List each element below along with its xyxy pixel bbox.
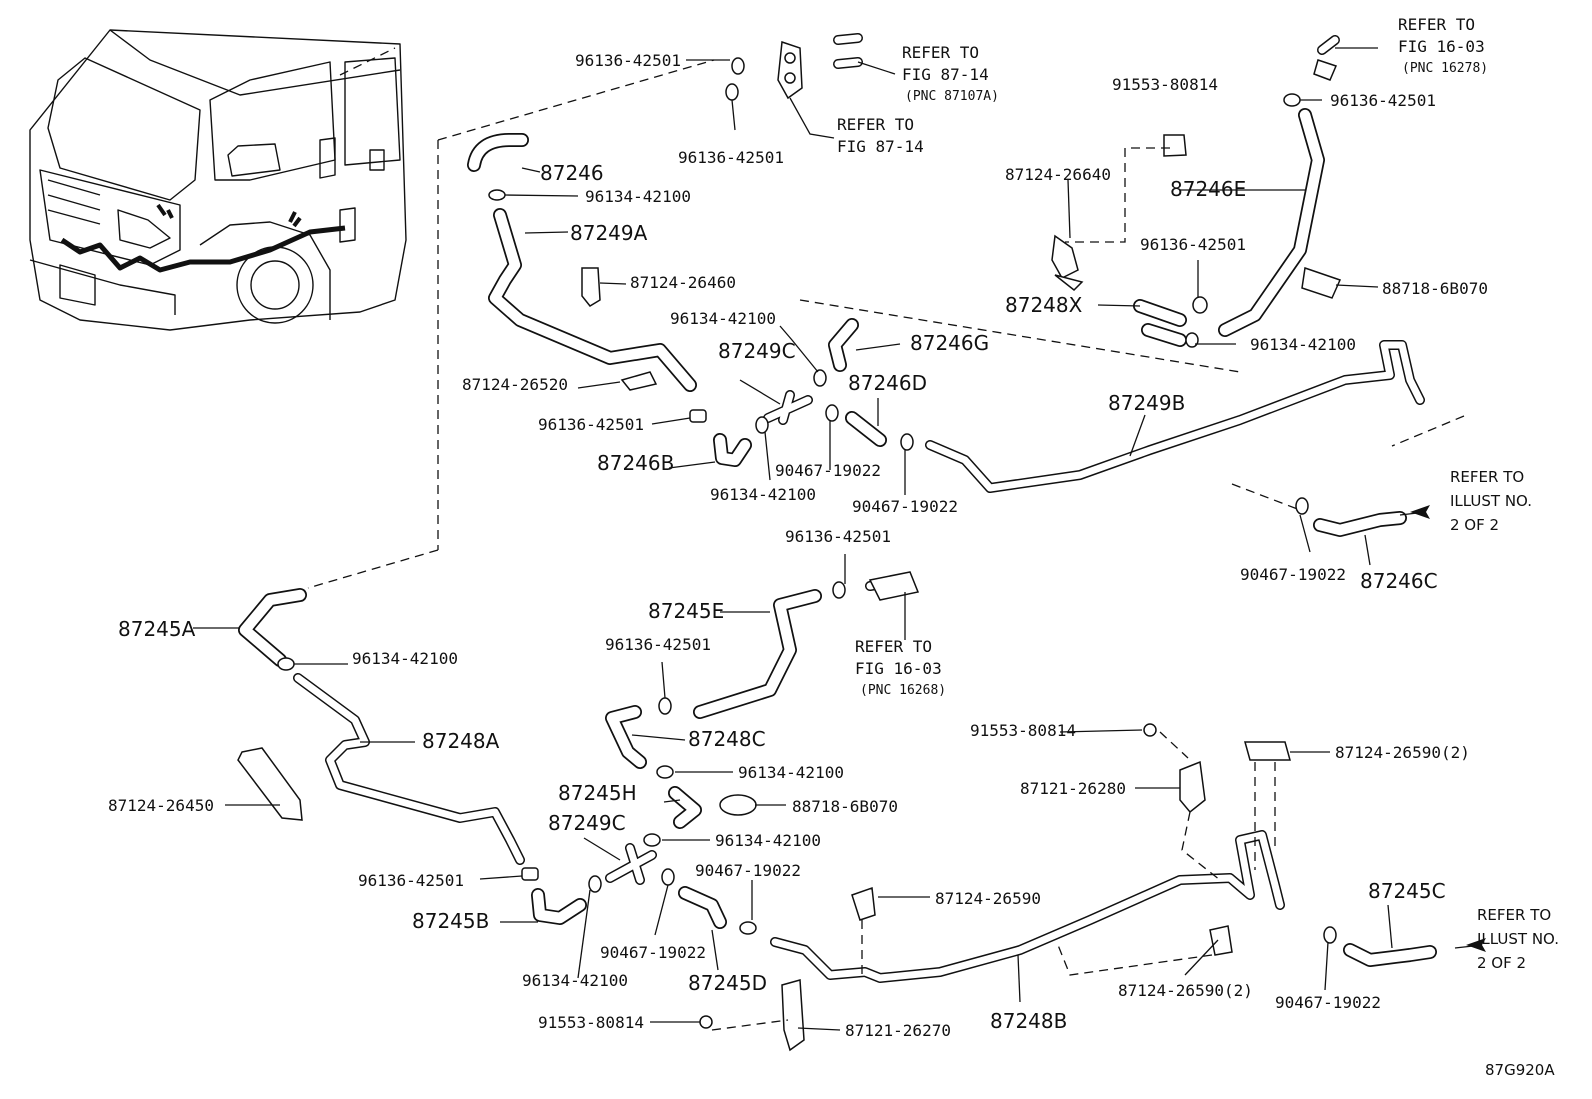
hose-label: 87248C (688, 727, 766, 751)
part-label: 96136-42501 (605, 635, 711, 654)
hose-label: 87246D (848, 371, 927, 395)
van-illustration (29, 29, 407, 331)
reference-notes: REFER TO FIG 87-14 (PNC 87107A) REFER TO… (837, 15, 1559, 972)
hose-label: 87245C (1368, 879, 1446, 903)
part-label: 96134-42100 (352, 649, 458, 668)
svg-text:FIG 16-03: FIG 16-03 (1398, 37, 1485, 56)
part-label: 96134-42100 (522, 971, 628, 990)
part-label: 91553-80814 (1112, 75, 1218, 94)
svg-text:(PNC 87107A): (PNC 87107A) (905, 89, 999, 104)
hose-label: 87245A (118, 617, 196, 641)
part-label: 96136-42501 (1140, 235, 1246, 254)
hose-label: 87249C (548, 811, 626, 835)
hose-label: 87246G (910, 331, 989, 355)
hose-label: 87246B (597, 451, 674, 475)
part-label: 87124-26460 (630, 273, 736, 292)
hose-label: 87246E (1170, 177, 1246, 201)
refer-illust-top: REFER TO ILLUST NO. 2 OF 2 (1450, 468, 1532, 534)
hose-label: 87245H (558, 781, 637, 805)
svg-text:2 OF 2: 2 OF 2 (1450, 516, 1499, 534)
part-labels: 96136-42501 96136-42501 96134-42100 8712… (108, 51, 1488, 1040)
svg-text:FIG 87-14: FIG 87-14 (902, 65, 989, 84)
svg-text:(PNC 16268): (PNC 16268) (860, 683, 946, 698)
svg-text:REFER TO: REFER TO (855, 637, 932, 656)
arrow-right-icon (1466, 938, 1486, 952)
hose-label: 87246 (540, 161, 604, 185)
hose-label: 87249A (570, 221, 648, 245)
part-label: 91553-80814 (970, 721, 1076, 740)
hose-label: 87245B (412, 909, 489, 933)
part-label: 87121-26280 (1020, 779, 1126, 798)
small-parts (237, 40, 1342, 1052)
part-label: 96136-42501 (358, 871, 464, 890)
refer-fig-16-03-mid: REFER TO FIG 16-03 (PNC 16268) (855, 637, 946, 698)
hose-label: 87245D (688, 971, 767, 995)
part-label: 87124-26450 (108, 796, 214, 815)
part-label: 96134-42100 (1250, 335, 1356, 354)
hose-label: 87248B (990, 1009, 1067, 1033)
svg-text:2 OF 2: 2 OF 2 (1477, 954, 1526, 972)
part-label: 87124-26590 (935, 889, 1041, 908)
svg-text:ILLUST NO.: ILLUST NO. (1450, 492, 1532, 510)
hose-lines (238, 33, 1437, 983)
svg-text:REFER TO: REFER TO (1450, 468, 1524, 486)
hose-label: 87249B (1108, 391, 1185, 415)
hose-label: 87248A (422, 729, 500, 753)
part-label: 90467-19022 (1275, 993, 1381, 1012)
part-label: 87124-26590(2) (1335, 743, 1470, 762)
part-label: 90467-19022 (695, 861, 801, 880)
svg-text:REFER TO: REFER TO (837, 115, 914, 134)
part-label: 96136-42501 (538, 415, 644, 434)
leader-lines (193, 47, 1393, 1031)
part-label: 96134-42100 (738, 763, 844, 782)
hose-label: 87245E (648, 599, 724, 623)
part-label: 88718-6B070 (792, 797, 898, 816)
svg-text:(PNC 16278): (PNC 16278) (1402, 61, 1488, 76)
part-label: 90467-19022 (775, 461, 881, 480)
svg-text:REFER TO: REFER TO (1477, 906, 1551, 924)
part-label: 90467-19022 (1240, 565, 1346, 584)
part-label: 96136-42501 (785, 527, 891, 546)
part-label: 88718-6B070 (1382, 279, 1488, 298)
hose-label: 87246C (1360, 569, 1438, 593)
part-label: 91553-80814 (538, 1013, 644, 1032)
part-label: 96134-42100 (585, 187, 691, 206)
part-label: 90467-19022 (600, 943, 706, 962)
part-label: 87124-26520 (462, 375, 568, 394)
part-label: 96134-42100 (710, 485, 816, 504)
svg-text:REFER TO: REFER TO (902, 43, 979, 62)
refer-illust-bottom: REFER TO ILLUST NO. 2 OF 2 (1477, 906, 1559, 972)
figure-id: 87G920A (1485, 1061, 1555, 1079)
part-label: 87121-26270 (845, 1021, 951, 1040)
part-label: 87124-26590(2) (1118, 981, 1253, 1000)
part-label: 96136-42501 (678, 148, 784, 167)
part-label: 87124-26640 (1005, 165, 1111, 184)
part-label: 90467-19022 (852, 497, 958, 516)
hose-labels: 87246 87249A 87249C 87246G 87246D 87246B… (118, 161, 1446, 1033)
svg-text:FIG 16-03: FIG 16-03 (855, 659, 942, 678)
hose-label: 87249C (718, 339, 796, 363)
part-label: 96136-42501 (575, 51, 681, 70)
svg-text:REFER TO: REFER TO (1398, 15, 1475, 34)
part-label: 96136-42501 (1330, 91, 1436, 110)
arrow-right-icon (1410, 505, 1430, 519)
svg-text:FIG 87-14: FIG 87-14 (837, 137, 924, 156)
part-label: 96134-42100 (715, 831, 821, 850)
refer-fig-16-03-top: REFER TO FIG 16-03 (PNC 16278) (1398, 15, 1488, 76)
refer-fig-87-14-top: REFER TO FIG 87-14 (PNC 87107A) (902, 43, 999, 104)
refer-fig-87-14-mid: REFER TO FIG 87-14 (837, 115, 924, 156)
hose-label: 87248X (1005, 293, 1083, 317)
part-label: 96134-42100 (670, 309, 776, 328)
svg-text:ILLUST NO.: ILLUST NO. (1477, 930, 1559, 948)
